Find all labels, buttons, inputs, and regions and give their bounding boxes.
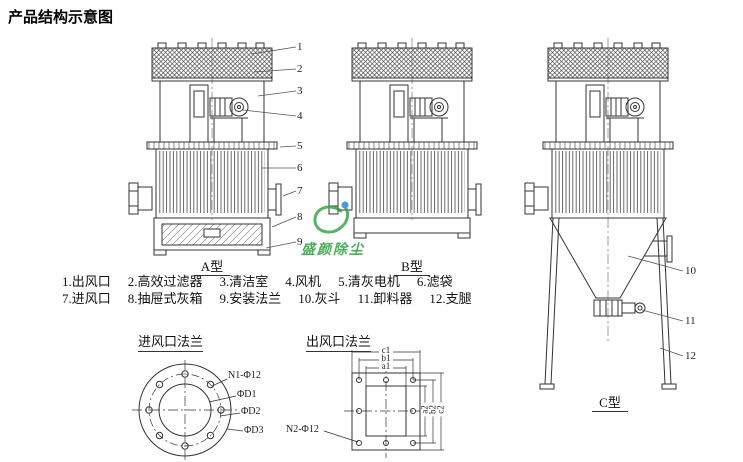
outlet-flange-drawing — [323, 350, 444, 458]
callout-10: 10 — [685, 265, 696, 277]
inlet-d2-label: ΦD2 — [241, 406, 261, 417]
callout-5: 5 — [297, 140, 303, 152]
outlet-flange-title: 出风口法兰 — [306, 331, 372, 352]
legend-row-1: 1.出风口 2.高效过滤器 3.清洁室 4.风机 5.清灰电机 6.滤袋 — [62, 271, 470, 290]
callout-9: 9 — [297, 236, 303, 248]
legend-item: 4.风机 — [285, 274, 322, 289]
callout-2: 2 — [297, 63, 303, 75]
legend-item: 1.出风口 — [62, 274, 111, 289]
callout-1: 1 — [297, 41, 303, 53]
watermark-logo-icon — [313, 201, 350, 234]
legend-item: 7.进风口 — [62, 291, 111, 306]
machine-c-drawing — [524, 37, 677, 390]
outlet-c2-label: c2 — [436, 402, 446, 417]
callout-4: 4 — [297, 110, 303, 122]
callout-6: 6 — [297, 162, 303, 174]
callout-8: 8 — [297, 211, 303, 223]
callout-12: 12 — [685, 350, 696, 362]
legend-item: 5.清灰电机 — [338, 274, 400, 289]
machine-b-drawing — [328, 37, 482, 239]
legend-item: 9.安装法兰 — [219, 291, 282, 306]
legend-item: 3.清洁室 — [219, 274, 269, 289]
outlet-bolt-label: N2-Φ12 — [286, 424, 319, 435]
callout-3: 3 — [297, 85, 303, 97]
legend-row-2: 7.进风口 8.抽屉式灰箱 9.安装法兰 10.灰斗 11.卸料器 12.支腿 — [62, 288, 489, 307]
legend-item: 6.滤袋 — [416, 274, 453, 289]
callout-11: 11 — [685, 315, 696, 327]
inlet-flange-drawing — [132, 360, 244, 460]
inlet-d3-label: ΦD3 — [244, 425, 264, 436]
legend-item: 8.抽屉式灰箱 — [127, 291, 203, 306]
legend-item: 11.卸料器 — [357, 291, 413, 306]
legend-item: 2.高效过滤器 — [127, 274, 203, 289]
legend-item: 12.支腿 — [429, 291, 472, 306]
inlet-bolt-label: N1-Φ12 — [228, 370, 261, 381]
callout-leader-lines — [242, 46, 684, 357]
machine-b-label: B型 — [394, 256, 430, 276]
inlet-flange-title: 进风口法兰 — [138, 331, 204, 352]
outlet-b1-label: b1 — [379, 354, 393, 363]
watermark-text: 盛颜除尘 — [301, 243, 365, 258]
outlet-c1-label: c1 — [379, 346, 393, 355]
machine-a-drawing — [128, 37, 282, 256]
inlet-d1-label: ΦD1 — [237, 389, 257, 400]
machine-a-label: A型 — [194, 256, 230, 276]
machine-c-label: C型 — [592, 392, 628, 412]
callout-7: 7 — [297, 185, 303, 197]
page-title: 产品结构示意图 — [8, 9, 114, 26]
outlet-a1-label: a1 — [379, 362, 393, 371]
legend-item: 10.灰斗 — [298, 291, 341, 306]
